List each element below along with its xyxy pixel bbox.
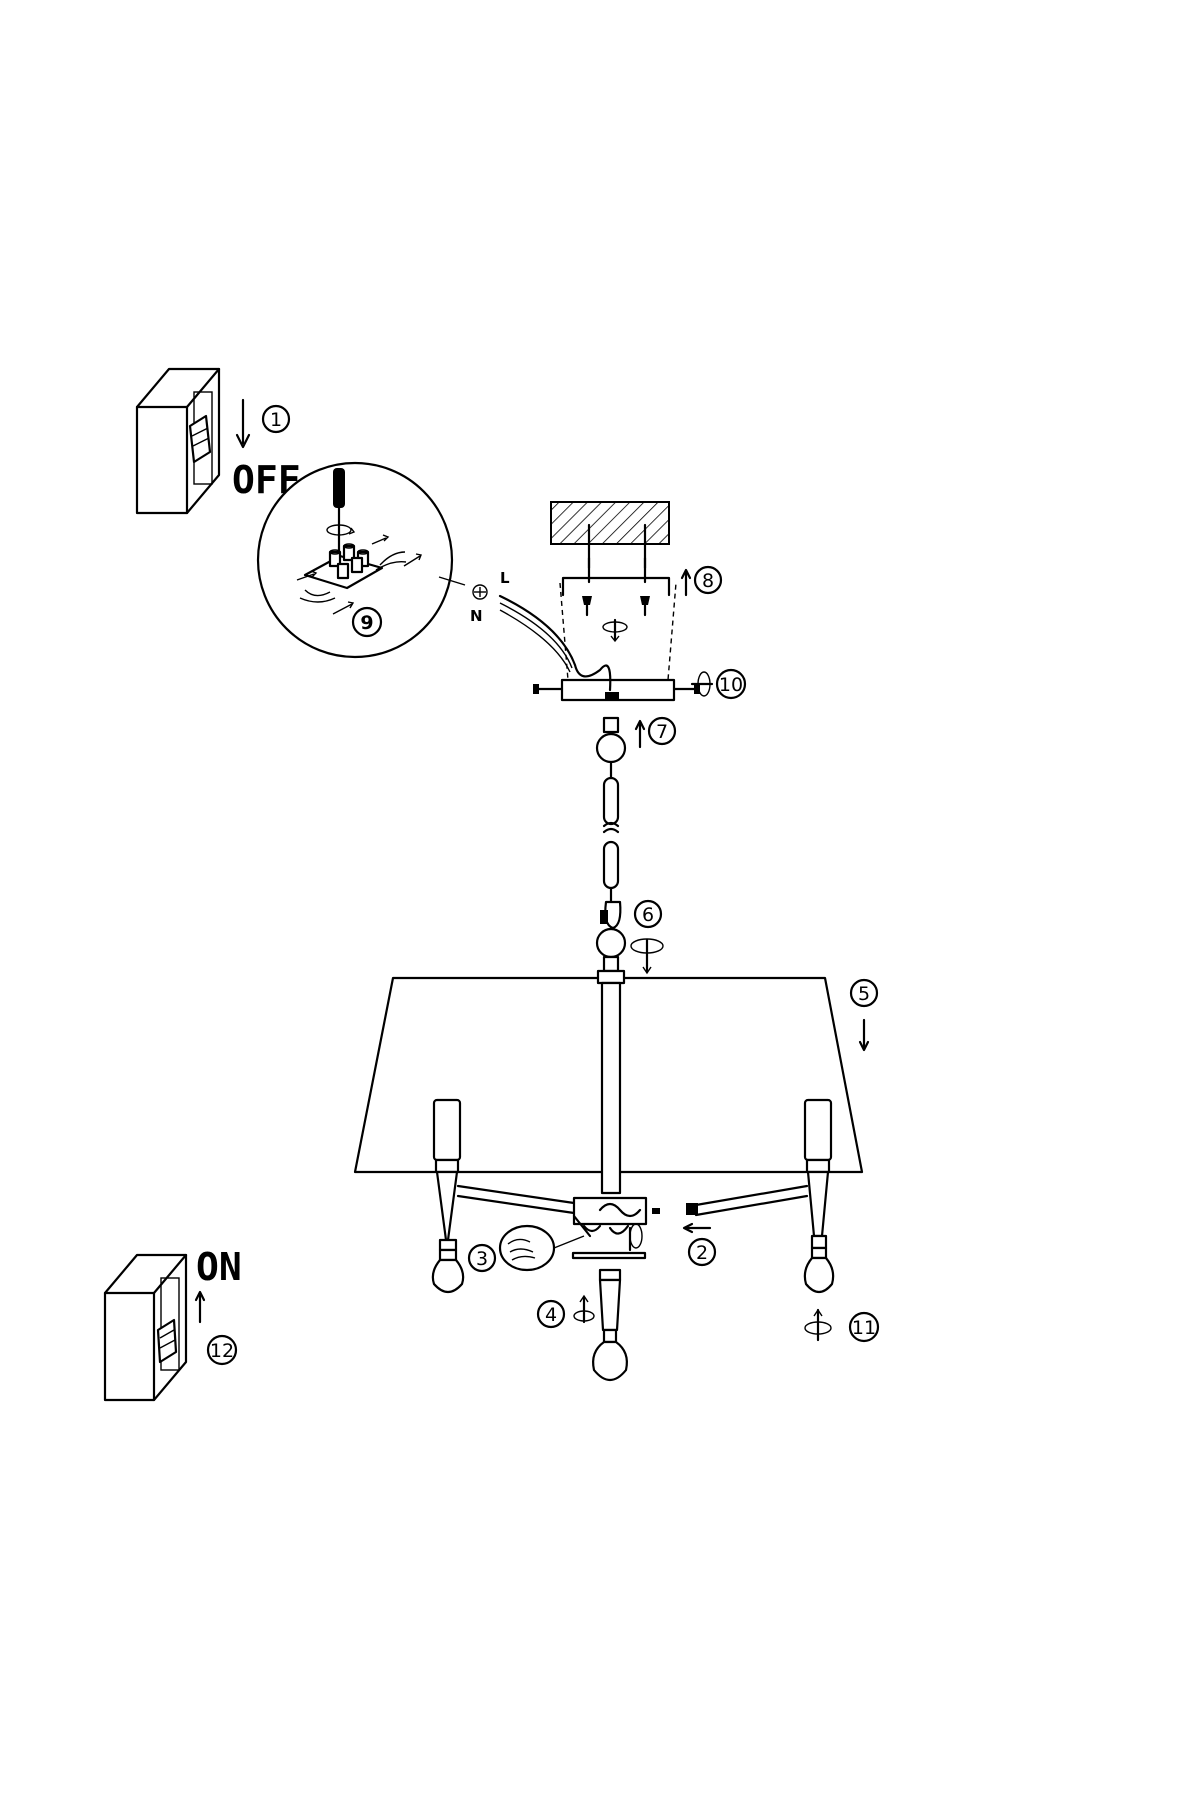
wire-connector-detail (498, 1224, 585, 1272)
rotate-icon (804, 1308, 832, 1342)
step-5-badge: 5 (849, 978, 879, 1008)
arrow-left-icon (682, 1222, 712, 1234)
ceiling-mount (472, 501, 700, 702)
rotate-icon (628, 1223, 643, 1252)
arrow-up-icon (194, 1290, 206, 1324)
svg-text:9: 9 (360, 612, 373, 634)
svg-text:7: 7 (656, 721, 668, 743)
wall-switch-on (103, 1253, 188, 1402)
svg-text:3: 3 (476, 1248, 488, 1270)
insert-arrows-icon (296, 534, 422, 615)
svg-text:5: 5 (858, 983, 870, 1005)
bulb-left (431, 1248, 465, 1294)
svg-text:11: 11 (852, 1317, 876, 1339)
bottom-finial (571, 1251, 647, 1382)
step-11-badge: 11 (848, 1311, 880, 1343)
arrow-up-icon (634, 719, 646, 749)
svg-text:12: 12 (210, 1340, 234, 1362)
wall-switch-off (135, 367, 221, 515)
step-2-badge: 2 (687, 1237, 717, 1267)
rotate-icon (630, 938, 664, 975)
svg-text:8: 8 (702, 570, 714, 592)
step-10-badge: 10 (715, 668, 747, 700)
step-12-badge: 12 (206, 1334, 238, 1366)
svg-text:2: 2 (696, 1242, 708, 1264)
arm-hub (572, 1196, 698, 1238)
on-label: ON (196, 1245, 242, 1289)
live-wire-label: L (500, 569, 510, 587)
step-3-badge: 3 (467, 1243, 497, 1273)
step-7-badge: 7 (647, 716, 677, 746)
rotate-icon (690, 671, 714, 697)
svg-text:1: 1 (270, 409, 282, 431)
step-8-badge: 8 (693, 565, 723, 595)
bulb-right (803, 1246, 835, 1294)
left-arm (432, 1098, 576, 1252)
neutral-wire-label: N (470, 607, 483, 625)
suspension-chain (595, 716, 627, 973)
rotate-icon (602, 618, 628, 643)
arrow-down-icon (858, 1018, 870, 1052)
central-rod (596, 969, 626, 1195)
screwdriver-icon (326, 468, 356, 558)
wiring-detail-callout: 9 (256, 461, 466, 659)
screw-icon (582, 596, 650, 617)
terminal-block-icon (299, 543, 407, 603)
svg-text:10: 10 (719, 674, 743, 696)
rotate-icon (573, 1294, 595, 1324)
step-9-badge: 9 (351, 606, 383, 638)
arrow-up-icon (680, 568, 692, 597)
svg-text:4: 4 (545, 1304, 557, 1326)
svg-text:6: 6 (642, 904, 654, 926)
right-arm (694, 1098, 833, 1250)
arrow-down-icon (235, 398, 251, 449)
step-6-badge: 6 (633, 899, 663, 929)
step-1-badge: 1 (261, 404, 291, 434)
step-4-badge: 4 (536, 1299, 566, 1329)
